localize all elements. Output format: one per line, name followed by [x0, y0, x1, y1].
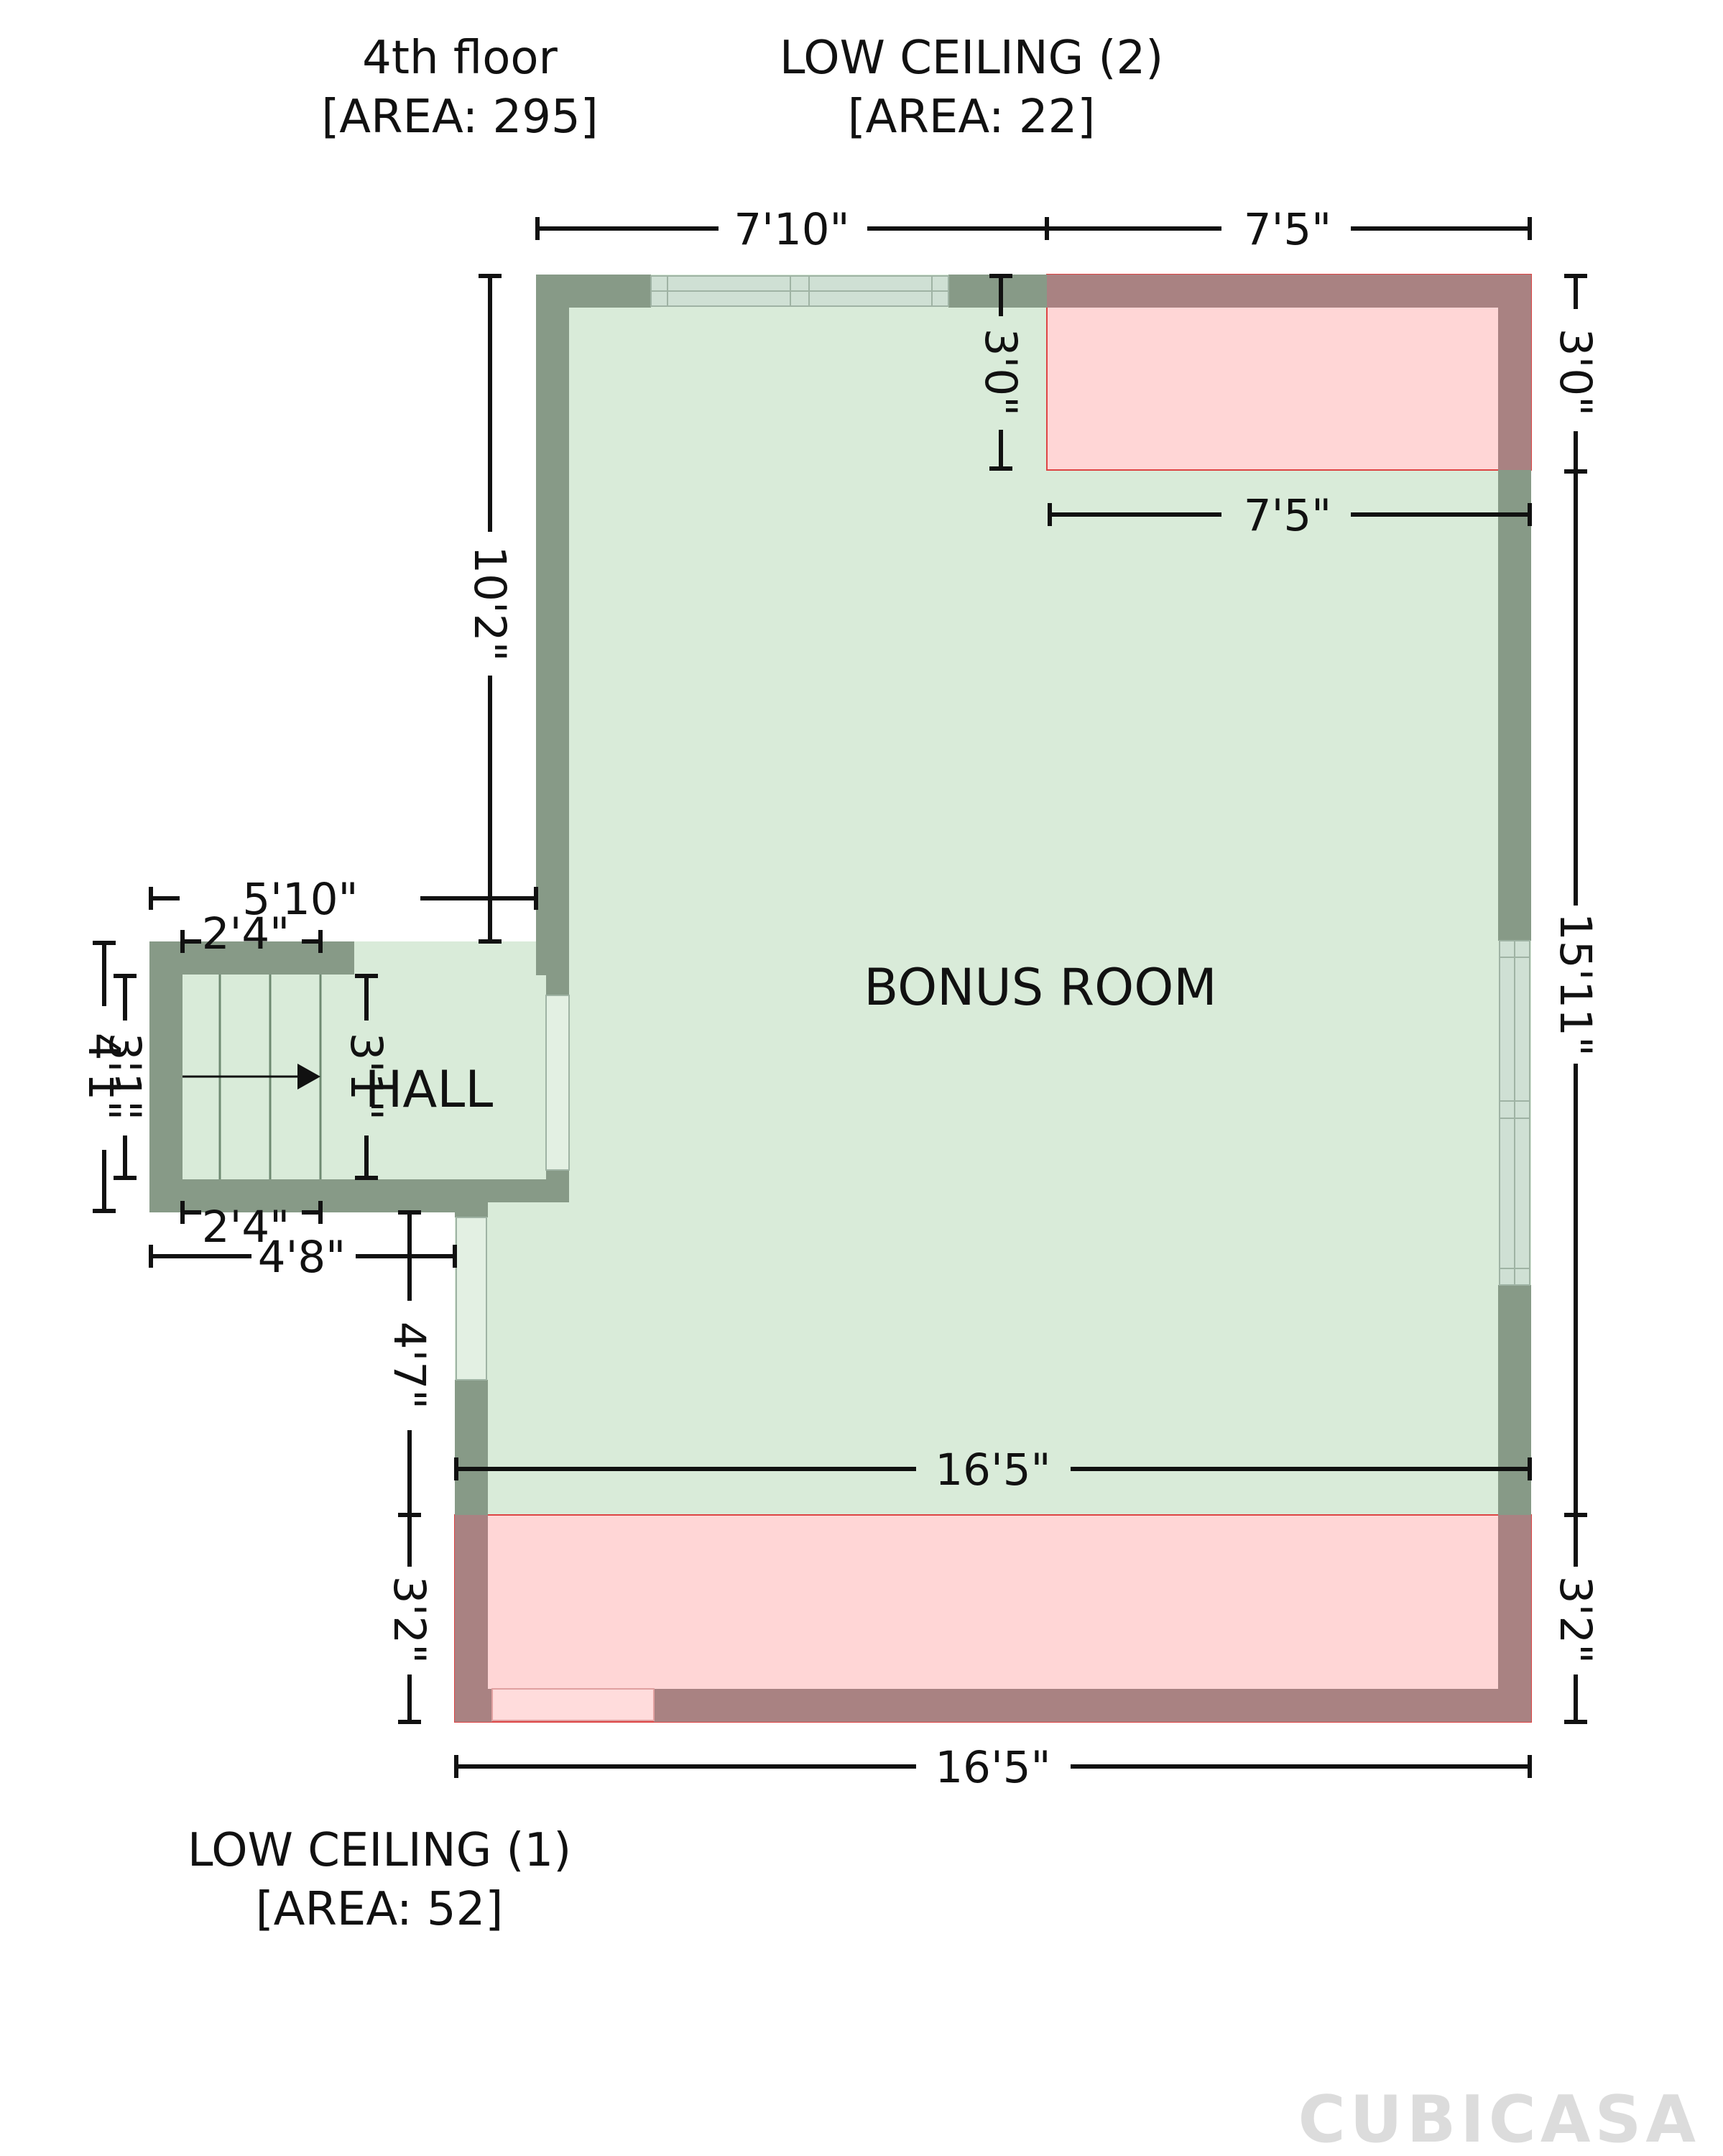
door-opening-bottom [491, 1688, 655, 1721]
wall-top-lc2 [1047, 275, 1531, 308]
dim-left-lc1: 3'2" [384, 1576, 435, 1664]
floor-area: [AREA: 295] [321, 91, 598, 144]
wall-bottom [654, 1689, 1531, 1722]
wall-left-upper [536, 275, 569, 975]
window-top [650, 275, 949, 307]
dim-bottom-width: 16'5" [935, 1742, 1050, 1793]
dim-stair-height: 3'1" [99, 1033, 150, 1120]
stairs [183, 975, 322, 1179]
bonus-room-floor [536, 275, 1531, 1515]
brand-logo: CUBICASA [1298, 2082, 1700, 2156]
wall-hall-left [149, 941, 183, 1212]
dim-hall-outer-height: 4'1" [78, 1033, 129, 1120]
stair-direction-arrow [297, 1064, 320, 1089]
dim-left-lower: 4'7" [384, 1322, 435, 1409]
dim-lc2-inner-depth: 3'0" [975, 328, 1026, 416]
window-right [1499, 940, 1530, 1286]
wall-right-upper [1498, 470, 1531, 941]
wall-right-lc1 [1498, 1515, 1531, 1722]
dim-left-upper: 10'2" [464, 545, 515, 661]
windows [456, 275, 1530, 1721]
dim-top-left: 7'10" [734, 204, 849, 255]
wall-lc1-left [455, 1515, 488, 1722]
door-opening-hall [545, 995, 570, 1171]
dim-hall-inner-height: 3'1" [341, 1033, 392, 1120]
wall-hall-bottom-right [487, 1179, 569, 1202]
dim-hall-bottom-width: 4'8" [258, 1232, 346, 1283]
low-ceiling-1-area [454, 1514, 1532, 1723]
dim-lc2-outer-depth: 3'0" [1550, 328, 1601, 416]
dim-right-main: 15'11" [1550, 913, 1601, 1056]
dim-room-width: 16'5" [935, 1445, 1050, 1496]
door-opening-lower [456, 1217, 487, 1381]
low-ceiling-2-name: LOW CEILING (2) [780, 32, 1163, 85]
low-ceiling-1-area-label: [AREA: 52] [256, 1883, 504, 1936]
floor-name: 4th floor [362, 32, 558, 85]
low-ceiling-2-area-label: [AREA: 22] [848, 91, 1096, 144]
dim-stair-top: 2'4" [202, 908, 290, 959]
walls [149, 275, 1531, 1722]
dim-top-right: 7'5" [1244, 204, 1331, 255]
low-ceiling-1-name: LOW CEILING (1) [188, 1824, 571, 1877]
room-label-hall: HALL [365, 1060, 494, 1119]
wall-left-jog [546, 974, 569, 995]
wall-right-lc2 [1498, 275, 1531, 470]
dim-right-lc1: 3'2" [1550, 1576, 1601, 1664]
wall-right-lower [1498, 1285, 1531, 1515]
dimension-lines [93, 217, 1587, 1778]
dim-lc2-inner-width: 7'5" [1244, 490, 1331, 541]
wall-bottom-left [455, 1689, 492, 1722]
room-label-bonus-room: BONUS ROOM [864, 958, 1216, 1017]
wall-lower-left [455, 1380, 488, 1515]
wall-top-mid [948, 275, 1047, 308]
dim-stair-bottom: 2'4" [202, 1202, 290, 1253]
dim-hall-width: 5'10" [242, 874, 358, 925]
